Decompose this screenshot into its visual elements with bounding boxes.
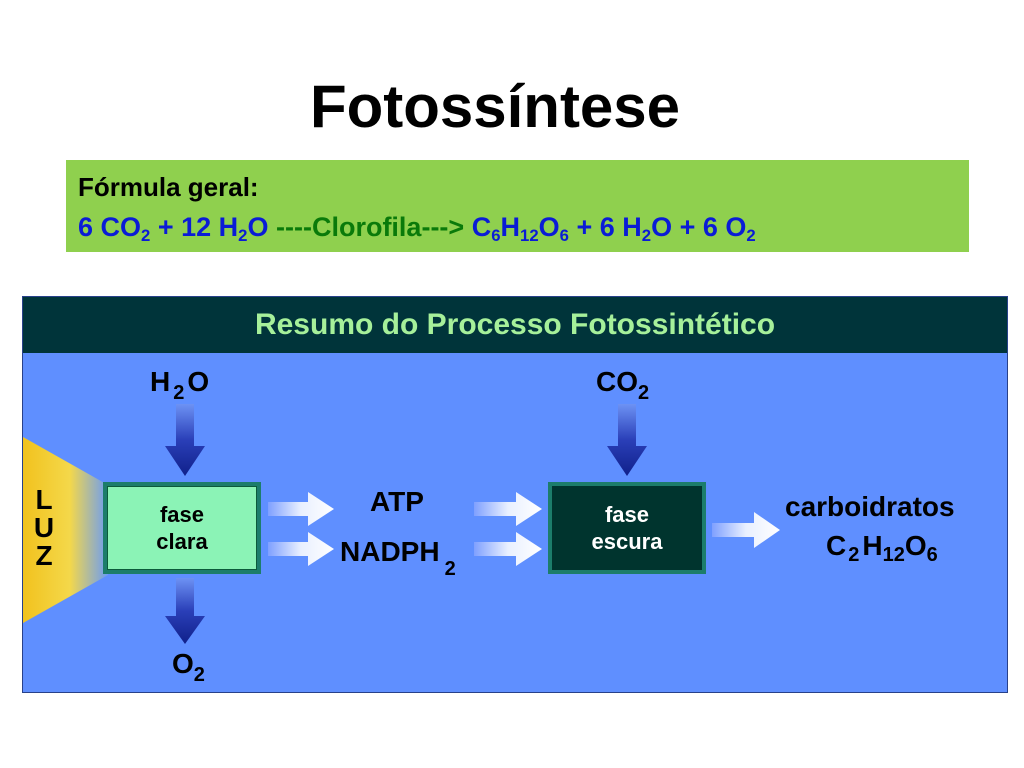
down-arrow-icon bbox=[165, 404, 205, 476]
formula-part: + 6 H bbox=[568, 212, 642, 242]
fase-clara-line: clara bbox=[156, 529, 208, 554]
formula-equation: 6 CO2 + 12 H2O ----Clorofila---> C6H12O6… bbox=[78, 212, 756, 246]
formula-sub: 2 bbox=[238, 226, 248, 246]
glucose-sub: 6 bbox=[926, 544, 938, 566]
formula-sub: 12 bbox=[520, 226, 539, 246]
formula-part: 6 CO bbox=[78, 212, 142, 242]
formula-part: C bbox=[464, 212, 492, 242]
glucose-part: H bbox=[862, 530, 883, 561]
down-arrow-icon bbox=[165, 578, 205, 644]
co2-sub: 2 bbox=[638, 382, 650, 404]
right-arrow-icon bbox=[268, 492, 334, 526]
luz-letter: Z bbox=[35, 540, 53, 571]
carboidratos-label: carboidratos bbox=[785, 491, 955, 522]
h2o-sub: 2 bbox=[173, 382, 185, 404]
formula-part: O + 6 O bbox=[651, 212, 747, 242]
panel-header: Resumo do Processo Fotossintético bbox=[23, 297, 1007, 353]
o2-sub: 2 bbox=[193, 664, 205, 686]
co2-input-label: CO2 bbox=[596, 366, 649, 404]
o2-part: O bbox=[172, 648, 194, 679]
glucose-sub: 2 bbox=[848, 544, 860, 566]
formula-part: + 12 H bbox=[150, 212, 239, 242]
formula-box: Fórmula geral: 6 CO2 + 12 H2O ----Clorof… bbox=[66, 160, 969, 252]
formula-sub: 6 bbox=[491, 226, 501, 246]
right-arrow-icon bbox=[712, 512, 780, 548]
luz-letter: L bbox=[35, 484, 53, 515]
formula-part: O bbox=[538, 212, 560, 242]
panel-title: Resumo do Processo Fotossintético bbox=[254, 308, 776, 341]
nadph-sub: 2 bbox=[444, 558, 456, 580]
formula-catalyst: ----Clorofila---> bbox=[275, 212, 465, 242]
down-arrow-icon bbox=[607, 404, 647, 476]
h2o-part: O bbox=[187, 366, 210, 397]
h2o-part: H bbox=[150, 366, 171, 397]
formula-sub: 2 bbox=[641, 226, 652, 246]
formula-sub: 2 bbox=[746, 226, 756, 246]
formula-label: Fórmula geral: bbox=[78, 172, 259, 202]
fase-clara-line: fase bbox=[159, 501, 205, 527]
formula-sub: 2 bbox=[141, 226, 151, 246]
light-beam-icon bbox=[23, 437, 108, 623]
glucose-part: O bbox=[904, 530, 927, 561]
glucose-part: C bbox=[826, 530, 847, 561]
luz-label: L U Z bbox=[33, 486, 55, 570]
co2-part: CO bbox=[596, 366, 638, 397]
o2-output-label: O2 bbox=[172, 648, 205, 686]
fase-escura-line: escura bbox=[591, 529, 663, 554]
page-title: Fotossíntese bbox=[309, 73, 681, 140]
formula-part: H bbox=[500, 212, 521, 242]
nadph-label: NADPH2 bbox=[340, 536, 456, 580]
fase-escura-line: fase bbox=[604, 501, 650, 527]
luz-letter: U bbox=[33, 512, 55, 543]
formula-part: O bbox=[247, 212, 276, 242]
glucose-sub: 12 bbox=[882, 544, 905, 566]
formula-sub: 6 bbox=[559, 226, 569, 246]
right-arrow-icon bbox=[474, 532, 542, 566]
right-arrow-icon bbox=[268, 532, 334, 566]
nadph-part: NADPH bbox=[340, 536, 440, 567]
right-arrow-icon bbox=[474, 492, 542, 526]
atp-label: ATP bbox=[370, 486, 424, 517]
